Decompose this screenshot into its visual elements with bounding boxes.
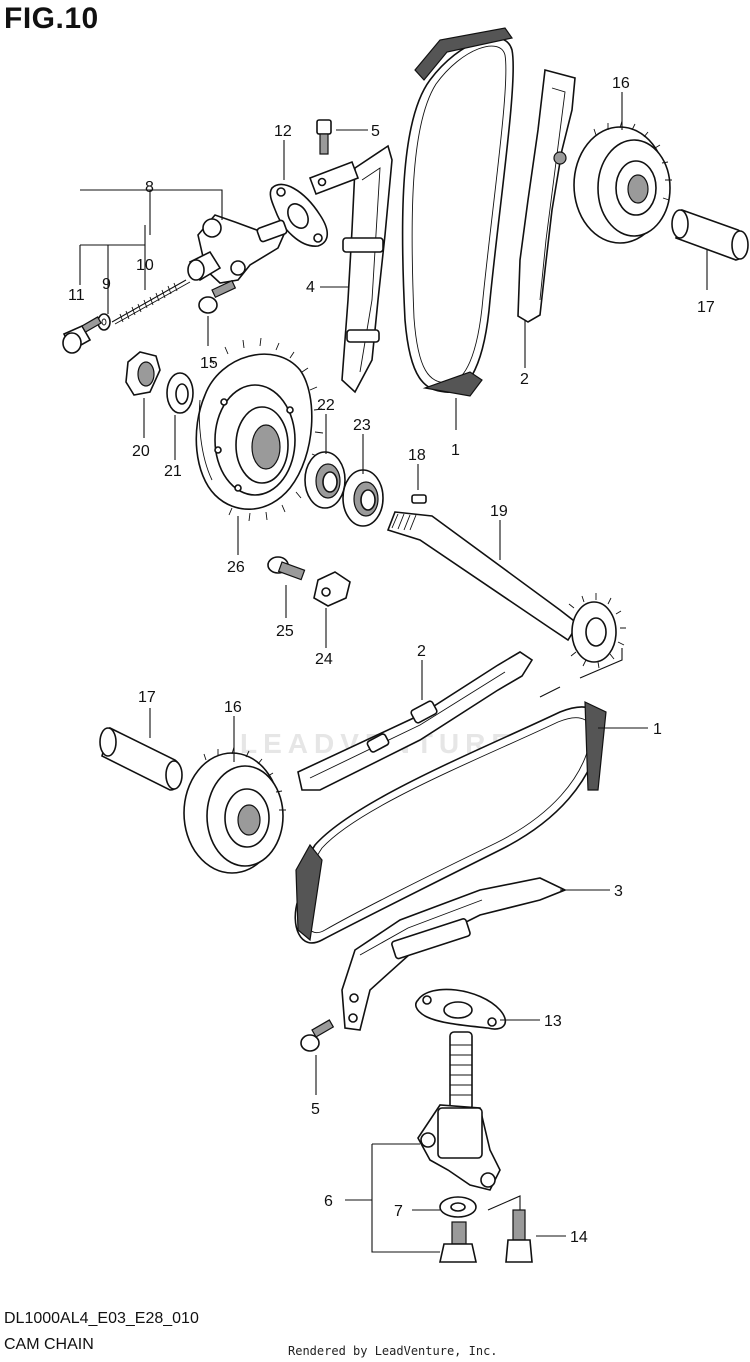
chain-guide-upper[interactable] [517, 68, 576, 323]
leader-lines [79, 92, 708, 1253]
bolt-6-bottom[interactable] [439, 1221, 477, 1263]
callout-11: 11 [68, 287, 85, 304]
callout-16-upper: 16 [612, 75, 630, 92]
lock-plate-24[interactable] [313, 571, 351, 607]
callout-5-upper: 5 [371, 123, 380, 140]
callout-2-upper: 2 [520, 371, 529, 388]
callout-2-lower: 2 [417, 643, 426, 660]
bolt-14[interactable] [505, 1209, 533, 1263]
spring-10[interactable] [111, 279, 191, 325]
callout-5-lower: 5 [311, 1101, 320, 1118]
chain-guide-lower[interactable] [297, 651, 534, 791]
callout-labels: 1 1 2 2 3 4 5 5 6 7 8 9 10 11 12 13 14 1… [68, 75, 715, 1246]
idler-gear-16-lower[interactable] [183, 746, 286, 874]
gasket-12[interactable] [269, 183, 329, 247]
callout-24: 24 [315, 651, 333, 668]
tensioner-adjuster-8[interactable] [187, 214, 288, 284]
washer-7[interactable] [439, 1196, 477, 1218]
figure-title: FIG.10 [4, 2, 99, 35]
callout-17-lower: 17 [138, 689, 156, 706]
callout-6: 6 [324, 1193, 333, 1210]
callout-16-lower: 16 [224, 699, 242, 716]
idler-gear-16-upper[interactable] [573, 120, 672, 244]
callout-15: 15 [200, 355, 218, 372]
idler-shaft-19[interactable] [386, 511, 626, 669]
callout-10: 10 [136, 257, 154, 274]
callout-1-upper: 1 [451, 442, 460, 459]
callout-17-upper: 17 [697, 299, 715, 316]
callout-1-lower: 1 [653, 721, 662, 738]
bolt-5-upper[interactable] [316, 119, 332, 155]
tensioner-lower-3[interactable] [341, 877, 567, 1031]
callout-8: 8 [145, 179, 154, 196]
bearing-23[interactable] [342, 469, 384, 527]
callout-13: 13 [544, 1013, 562, 1030]
gasket-13[interactable] [415, 988, 506, 1030]
bearing-22[interactable] [304, 451, 346, 509]
bolt-15[interactable] [198, 279, 237, 314]
cam-drive-gear-26[interactable] [195, 337, 324, 522]
callout-26: 26 [227, 559, 245, 576]
callout-18: 18 [408, 447, 426, 464]
callout-22: 22 [317, 397, 335, 414]
tensioner-adjuster-6[interactable] [417, 1031, 501, 1191]
washer-21[interactable] [166, 372, 194, 414]
shaft-pin-17-upper[interactable] [671, 208, 749, 261]
model-code: DL1000AL4_E03_E28_010 [4, 1310, 199, 1327]
nut-20[interactable] [125, 351, 161, 396]
callout-14: 14 [570, 1229, 588, 1246]
callout-19: 19 [490, 503, 508, 520]
callout-7: 7 [394, 1203, 403, 1220]
cam-chain-upper[interactable] [401, 27, 514, 397]
callout-25: 25 [276, 623, 294, 640]
render-credit: Rendered by LeadVenture, Inc. [288, 1344, 498, 1358]
shaft-pin-17-lower[interactable] [99, 726, 183, 791]
callout-9: 9 [102, 276, 111, 293]
cam-chain-lower[interactable] [294, 701, 607, 944]
tensioner-blade-upper[interactable] [308, 144, 393, 394]
section-title: CAM CHAIN [4, 1336, 94, 1353]
callout-4: 4 [306, 279, 315, 296]
bolt-11[interactable] [62, 316, 102, 354]
bolt-25[interactable] [267, 556, 306, 581]
callout-20: 20 [132, 443, 150, 460]
callout-21: 21 [164, 463, 182, 480]
callout-3: 3 [614, 883, 623, 900]
key-18[interactable] [411, 494, 427, 504]
bolt-5-lower[interactable] [300, 1019, 335, 1052]
callout-23: 23 [353, 417, 371, 434]
callout-12: 12 [274, 123, 292, 140]
